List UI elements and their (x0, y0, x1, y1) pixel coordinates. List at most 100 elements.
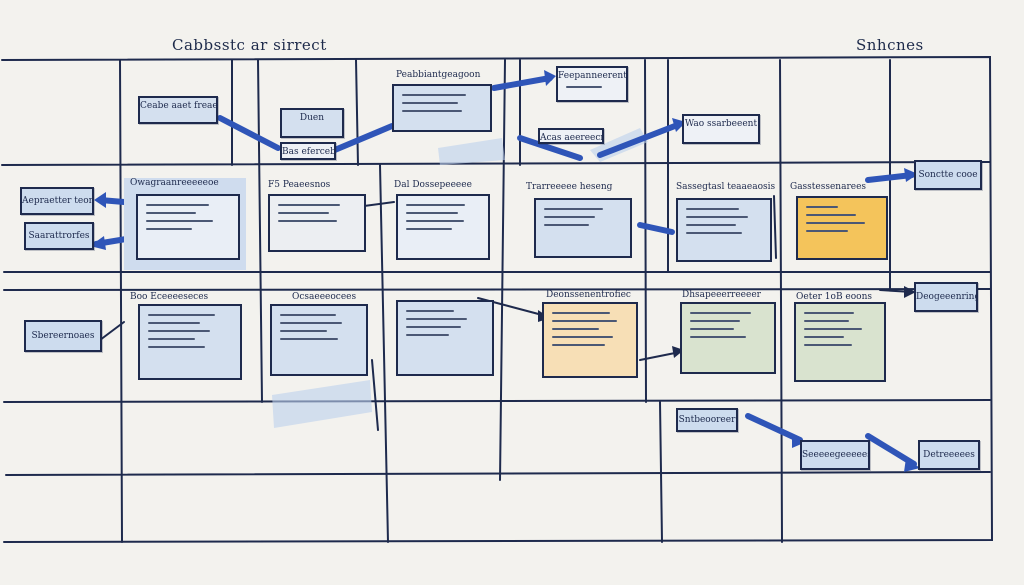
card-text-lines (146, 204, 230, 236)
grid-line-h5 (5, 471, 991, 476)
note-label: Wao ssarbeeent (684, 119, 758, 129)
note-bottom-2[interactable]: Seeeeegeeeees (800, 440, 870, 470)
card-text-lines (544, 208, 622, 232)
card-row2-2[interactable]: F5 Peaeesnos (262, 180, 370, 260)
arrow-5 (597, 121, 683, 158)
note-top-5[interactable]: Feepanneerentrre (556, 66, 628, 102)
card-header: Dhsapeeerreeeer (682, 290, 761, 300)
card-row3-3[interactable] (396, 298, 494, 380)
arrow-2 (327, 123, 395, 155)
note-text-lines (566, 86, 618, 95)
card-header: Owagraanreeeeeoe (130, 178, 219, 188)
grid-line-v1 (119, 59, 123, 543)
card-header: Deonssenentrofiec (546, 290, 631, 300)
card-row2-1[interactable]: Owagraanreeeeeoe (124, 178, 246, 270)
grid-line-v5 (379, 164, 389, 543)
note-top-7[interactable]: Wao ssarbeeent (682, 114, 760, 144)
arrow-head-10 (792, 434, 806, 448)
arrow-6 (865, 172, 915, 183)
note-label: Detreeeees (923, 450, 975, 460)
grid-line-v10 (779, 59, 783, 543)
grid-line-h3 (3, 288, 991, 291)
arrow-10 (745, 413, 803, 443)
grid-line-v3 (257, 59, 263, 403)
card-header: Boo Eceeeeseces (130, 292, 209, 302)
card-row3-4[interactable]: Deonssenentrofiec (540, 290, 642, 382)
card-row3-6[interactable]: Oeter 1oB eoons (790, 292, 888, 388)
note-label: Sntbeooreer (678, 415, 736, 425)
note-label: Acas aeereecre (540, 133, 602, 143)
card-row3-1[interactable]: Boo Eceeeeseces (124, 292, 246, 388)
note-side-4[interactable]: Deogeeenring (914, 282, 978, 312)
card-text-lines (804, 312, 876, 352)
card-row2-3[interactable]: Dal Dossepeeeee (388, 180, 498, 266)
grid-line-h1 (1, 161, 991, 166)
card-text-lines (406, 310, 484, 342)
note-bottom-1[interactable]: Sntbeooreer (676, 408, 738, 432)
note-bottom-3[interactable]: Detreeeees (918, 440, 980, 470)
connector-head-6 (904, 286, 916, 298)
card-row3-2[interactable]: Ocsaeeeocees (264, 292, 372, 382)
card-text-lines (806, 206, 878, 238)
arrow-head-6 (904, 168, 918, 182)
note-side-2[interactable]: Saarattrorfes (24, 222, 94, 250)
card-row3-5[interactable]: Dhsapeeerreeeer (676, 290, 780, 384)
wash-3 (272, 380, 372, 428)
note-label: Ceabe aaet freaeen (140, 101, 216, 111)
connector-7 (99, 321, 125, 341)
grid-line-v6 (499, 59, 506, 481)
card-header: Sassegtasl teaaeaosis (676, 182, 776, 192)
card-text-lines (402, 94, 482, 118)
note-top-1[interactable]: Ceabe aaet freaeen (138, 96, 218, 124)
diagram-title-right: Snhcnes (856, 36, 924, 54)
card-header: Gasstessenarees (790, 182, 867, 192)
grid-frame (1, 55, 994, 543)
card-top-main[interactable]: Peabbiantgeagoon (390, 70, 496, 136)
connector-5 (773, 195, 777, 259)
note-label: Saarattrorfes (28, 231, 90, 241)
card-text-lines (552, 312, 628, 352)
card-header: Oeter 1oB eoons (796, 292, 873, 302)
card-header: Dal Dossepeeeee (394, 180, 472, 190)
card-header: Trarreeeee heseng (526, 182, 613, 192)
connector-4 (371, 359, 379, 431)
arrow-9 (637, 222, 675, 235)
card-row2-5[interactable]: Sassegtasl teaaeaosis (670, 182, 778, 268)
card-text-lines (686, 208, 762, 240)
arrow-3 (491, 75, 553, 91)
note-label: Aepraetter teons (22, 196, 92, 206)
note-side-1[interactable]: Aepraetter teons (20, 187, 94, 215)
note-top-3[interactable]: Bas efercebbe (280, 142, 336, 160)
note-top-8[interactable]: Sonctte cooe (914, 160, 982, 190)
note-side-3[interactable]: Sbereernoaes (24, 320, 102, 352)
note-label: Deogeeenring (916, 292, 976, 302)
note-top-2[interactable]: Duen (280, 108, 344, 138)
diagram-title-left: Cabbsstc ar sirrect (172, 36, 327, 54)
grid-line-h4 (3, 399, 991, 403)
note-label: Duen (299, 113, 325, 123)
card-text-lines (148, 314, 232, 354)
grid-line-v8 (644, 59, 647, 403)
arrow-head-7 (94, 192, 106, 208)
note-label: Sonctte cooe (918, 170, 978, 180)
arrow-1 (217, 115, 281, 151)
note-label: Bas efercebbe (282, 147, 334, 157)
arrow-head-8 (90, 236, 106, 250)
card-text-lines (406, 204, 480, 236)
arrow-head-11 (904, 458, 920, 472)
card-text-lines (280, 314, 358, 346)
note-label: Sbereernoaes (31, 331, 95, 341)
grid-line-v4 (355, 59, 359, 166)
grid-line-v12 (659, 401, 663, 543)
card-header: F5 Peaeesnos (268, 180, 331, 190)
card-row2-6[interactable]: Gasstessenarees (784, 182, 892, 268)
arrow-4 (517, 135, 583, 161)
card-row2-4[interactable]: Trarreeeee heseng (520, 182, 640, 264)
wash-1 (438, 138, 505, 165)
card-header: Ocsaeeeocees (292, 292, 357, 302)
note-top-6[interactable]: Acas aeereecre (538, 128, 604, 144)
connector-1 (363, 201, 395, 207)
card-header: Peabbiantgeagoon (396, 70, 481, 80)
